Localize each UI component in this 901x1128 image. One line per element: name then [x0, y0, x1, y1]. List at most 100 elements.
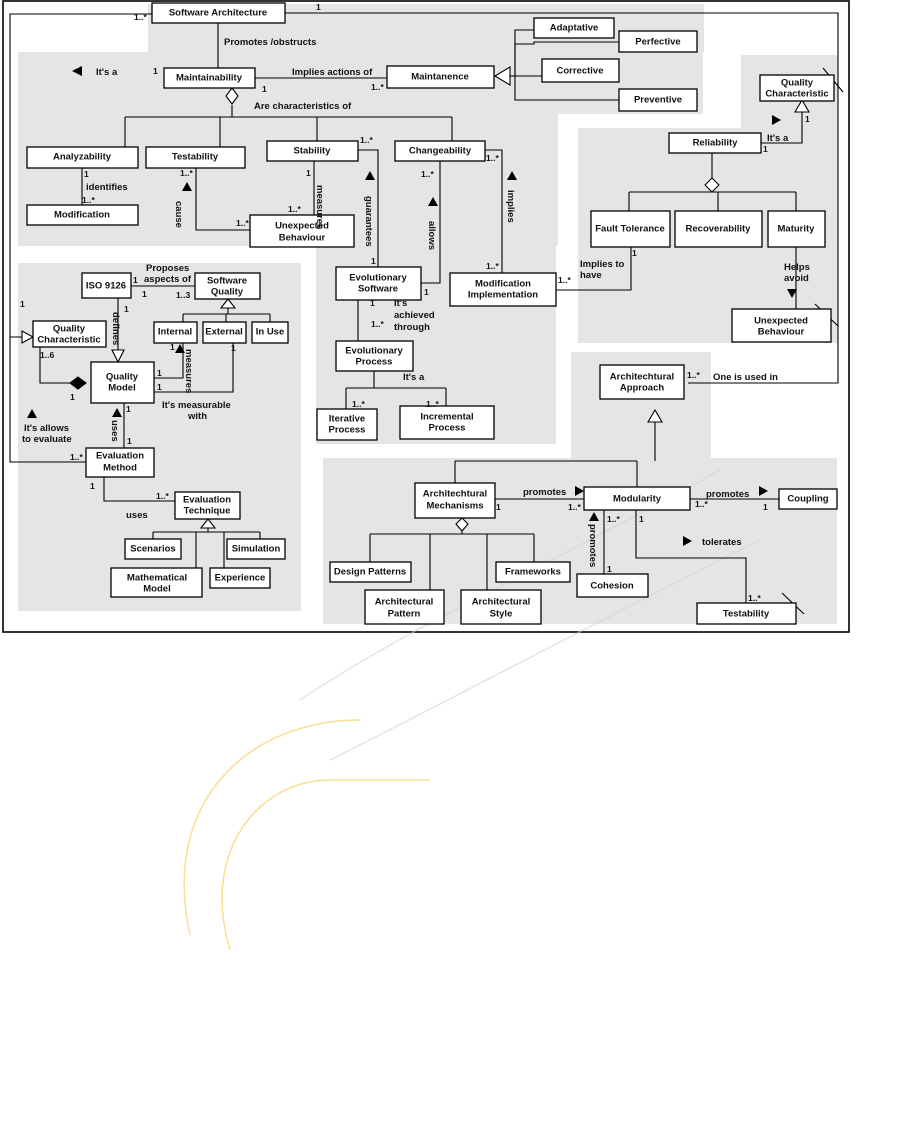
node-quality-model: Quality Model	[90, 361, 155, 404]
node-testability-bottom: Testability	[696, 602, 797, 625]
svg-text:through: through	[394, 322, 430, 333]
svg-text:ISO 9126: ISO 9126	[86, 281, 126, 292]
svg-text:Evaluation: Evaluation	[96, 451, 144, 462]
svg-text:Stability: Stability	[294, 146, 332, 157]
svg-text:promotes: promotes	[587, 524, 598, 567]
svg-text:Modification: Modification	[54, 210, 110, 221]
aggregation-diamond-maintainability	[225, 87, 239, 105]
svg-text:1: 1	[231, 343, 236, 353]
svg-text:have: have	[580, 270, 602, 281]
svg-text:Proposes: Proposes	[146, 263, 189, 274]
svg-text:Style: Style	[490, 609, 513, 620]
node-experience: Experience	[209, 567, 271, 589]
svg-text:Quality: Quality	[211, 287, 244, 298]
svg-text:1..3: 1..3	[176, 290, 190, 300]
node-design-patterns: Design Patterns	[329, 561, 412, 583]
svg-text:Experience: Experience	[215, 573, 266, 584]
svg-text:Characteristic: Characteristic	[37, 335, 100, 346]
svg-text:Analyzability: Analyzability	[53, 152, 112, 163]
generalization-triangle-maintanence	[493, 66, 511, 86]
svg-text:Method: Method	[103, 463, 137, 474]
svg-text:implies: implies	[505, 190, 516, 223]
svg-text:It's a: It's a	[96, 67, 118, 78]
svg-text:Mathematical: Mathematical	[127, 573, 187, 584]
svg-text:promotes: promotes	[706, 489, 749, 500]
svg-text:1: 1	[133, 275, 138, 285]
svg-text:Adaptative: Adaptative	[550, 23, 599, 34]
svg-text:measures: measures	[314, 185, 325, 229]
node-recoverability: Recoverability	[674, 210, 763, 248]
node-frameworks: Frameworks	[495, 561, 571, 583]
svg-text:Promotes /obstructs: Promotes /obstructs	[224, 37, 316, 48]
svg-text:Preventive: Preventive	[634, 95, 682, 106]
svg-text:1..*: 1..*	[748, 593, 761, 603]
svg-text:Software: Software	[358, 284, 398, 295]
svg-text:1: 1	[306, 168, 311, 178]
svg-text:1: 1	[370, 298, 375, 308]
generalization-triangle-qc-left	[21, 330, 35, 344]
svg-text:1..*: 1..*	[180, 168, 193, 178]
svg-text:1: 1	[763, 502, 768, 512]
generalization-triangle-quality-characteristic	[794, 98, 810, 113]
svg-text:Maturity: Maturity	[778, 224, 816, 235]
svg-text:1..*: 1..*	[134, 12, 147, 22]
svg-text:Architectural: Architectural	[472, 597, 531, 608]
svg-text:Process: Process	[356, 357, 393, 368]
svg-text:Evolutionary: Evolutionary	[345, 346, 403, 357]
svg-text:Testability: Testability	[723, 609, 770, 620]
svg-text:1: 1	[496, 502, 501, 512]
aggregation-diamond-reliability	[704, 177, 720, 193]
svg-text:One is used in: One is used in	[713, 372, 778, 383]
svg-text:1: 1	[763, 144, 768, 154]
svg-text:Model: Model	[108, 383, 135, 394]
svg-text:It's: It's	[394, 298, 407, 309]
node-architectural-style: Architectural Style	[460, 589, 542, 625]
svg-text:achieved: achieved	[394, 310, 435, 321]
svg-text:avoid: avoid	[784, 273, 809, 284]
aggregation-diamond-mechanisms	[455, 517, 469, 532]
svg-text:Recoverability: Recoverability	[686, 224, 752, 235]
svg-text:1..*: 1..*	[687, 370, 700, 380]
svg-text:1..*: 1..*	[695, 499, 708, 509]
svg-text:measures: measures	[183, 349, 194, 393]
svg-text:Evaluation: Evaluation	[183, 495, 231, 506]
multiplicity-labels: 1..* 1 1 1 1..* 1 1..* 1..* 1..* 1 1..* …	[20, 2, 810, 603]
svg-text:Behaviour: Behaviour	[758, 327, 805, 338]
svg-text:1..*: 1..*	[568, 502, 581, 512]
svg-text:1: 1	[170, 342, 175, 352]
svg-text:Reliability: Reliability	[693, 138, 739, 149]
svg-text:Implies to: Implies to	[580, 259, 625, 270]
svg-text:1: 1	[607, 564, 612, 574]
defines-open-arrowhead	[111, 349, 125, 364]
node-modification-implementation: Modification Implementation	[449, 272, 557, 307]
node-architectural-approach: Architechtural Approach	[599, 364, 685, 400]
node-iso-9126: ISO 9126	[81, 272, 132, 299]
svg-text:Frameworks: Frameworks	[505, 567, 561, 578]
svg-text:Process: Process	[429, 423, 466, 434]
node-iterative-process: Iterative Process	[316, 408, 378, 441]
node-perfective: Perfective	[618, 30, 698, 53]
node-adaptative: Adaptative	[533, 17, 615, 39]
node-modification: Modification	[26, 204, 139, 226]
svg-text:Architectural: Architectural	[375, 597, 434, 608]
svg-text:Unexpected: Unexpected	[754, 316, 808, 327]
svg-text:1: 1	[157, 382, 162, 392]
svg-text:Evolutionary: Evolutionary	[349, 273, 407, 284]
generalization-triangle-evaluation-technique	[199, 518, 217, 529]
node-evaluation-method: Evaluation Method	[85, 447, 155, 478]
node-reliability: Reliability	[668, 132, 762, 154]
svg-text:1: 1	[262, 84, 267, 94]
svg-text:uses: uses	[109, 420, 120, 442]
svg-text:1..*: 1..*	[371, 319, 384, 329]
svg-text:1: 1	[142, 289, 147, 299]
node-preventive: Preventive	[618, 88, 698, 112]
svg-text:1..*: 1..*	[486, 261, 499, 271]
svg-text:Unexpected: Unexpected	[275, 221, 329, 232]
svg-text:Modification: Modification	[475, 279, 531, 290]
svg-text:Are characteristics of: Are characteristics of	[254, 101, 352, 112]
svg-text:Scenarios: Scenarios	[130, 544, 175, 555]
svg-text:Cohesion: Cohesion	[590, 581, 633, 592]
svg-text:1..*: 1..*	[156, 491, 169, 501]
svg-text:Characteristic: Characteristic	[765, 89, 828, 100]
